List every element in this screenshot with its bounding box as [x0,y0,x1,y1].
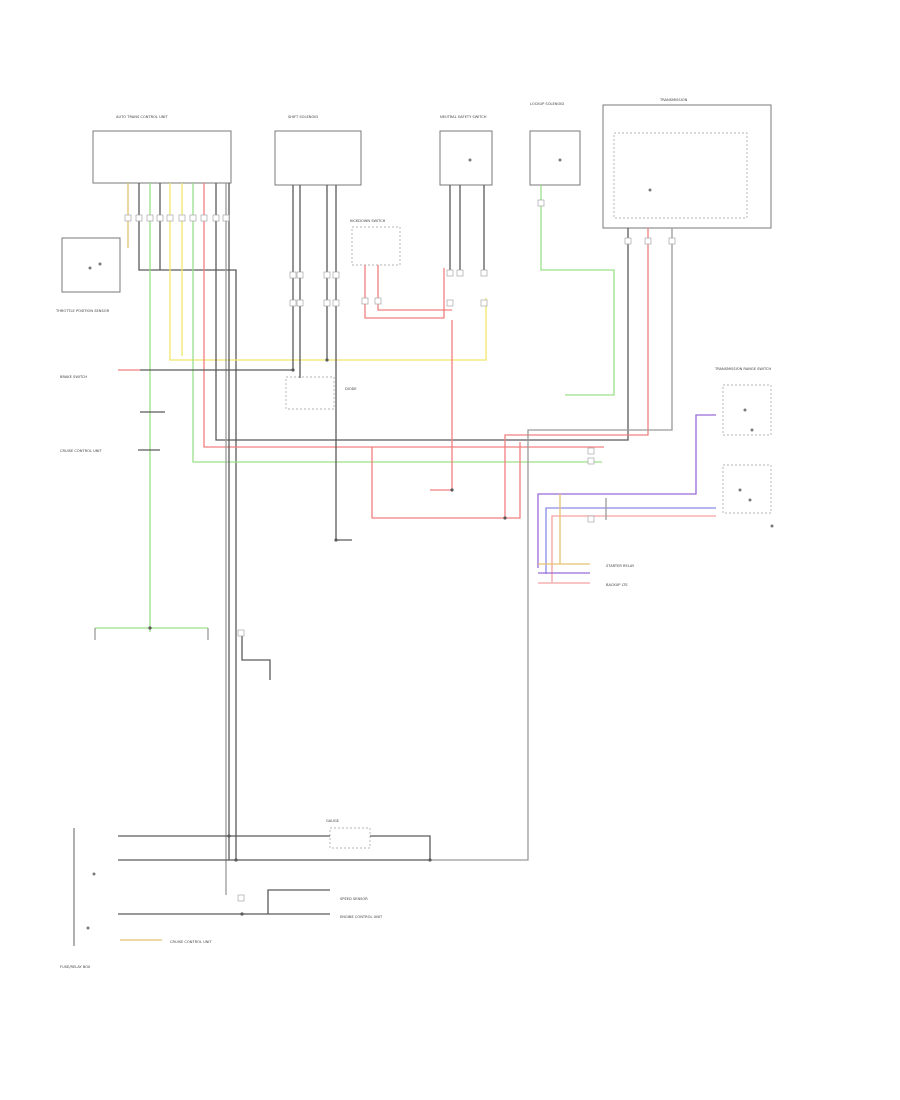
speed-sensor-out-label: SPEED SENSOR [340,897,368,901]
transmission-box: TRANSMISSION [602,98,772,229]
throttle-sensor-label: THROTTLE POSITION SENSOR [55,309,110,313]
neutral-switch-label: NEUTRAL SAFETY SWITCH [440,115,487,119]
range-switch-box: TRANSMISSION RANGE SWITCH [714,367,772,514]
lockup-solenoid-box: LOCKUP SOLENOID [529,102,581,186]
transmission-wires [430,228,673,861]
kickdown-wires [364,265,521,519]
fuse-box-feeds: SPEED SENSOR ENGINE CONTROL UNIT CRUISE … [118,835,431,944]
fuse-box: FUSE/RELAY BOX [60,828,91,969]
control-unit-box: AUTO TRANS CONTROL UNIT [92,115,232,184]
throttle-sensor-box: THROTTLE POSITION SENSOR [55,237,121,313]
left-sensors: BRAKE SWITCH CRUISE CONTROL UNIT [60,369,165,453]
junction-dots [148,358,507,916]
range-switch-wires [537,414,716,582]
kickdown-switch-label: KICKDOWN SWITCH [350,219,386,223]
backup-lamps-label: BACKUP LTS [606,583,628,587]
transmission-label: TRANSMISSION [659,98,688,102]
shift-solenoid-box: SHIFT SOLENOID [274,115,362,186]
fuse-box-label: FUSE/RELAY BOX [60,965,91,969]
engine-control-label: ENGINE CONTROL UNIT [340,915,383,919]
output-wires: STARTER RELAY BACKUP LTS [538,563,635,587]
diode-label: DIODE [345,387,357,391]
cruise-out-label: CRUISE CONTROL UNIT [170,940,212,944]
cruise-unit-label: CRUISE CONTROL UNIT [60,449,102,453]
kickdown-switch-box: KICKDOWN SWITCH [350,219,401,266]
shift-solenoid-label: SHIFT SOLENOID [288,115,318,119]
brake-switch-label: BRAKE SWITCH [60,375,87,379]
diode-box: DIODE [285,376,357,410]
solenoid-wires [140,185,352,541]
gauge-label: GAUGE [326,819,340,823]
neutral-switch-wires [449,185,485,272]
gauge-box: GAUGE [326,819,371,849]
lockup-wires [540,185,615,396]
green-split [94,625,209,640]
range-switch-label: TRANSMISSION RANGE SWITCH [714,367,772,371]
neutral-switch-box: NEUTRAL SAFETY SWITCH [439,115,493,186]
lockup-solenoid-label: LOCKUP SOLENOID [530,102,564,106]
connector-tags [124,199,676,902]
control-unit-label: AUTO TRANS CONTROL UNIT [116,115,168,119]
starter-relay-label: STARTER RELAY [606,564,635,568]
sensor-stub [241,630,271,680]
switch-symbols [86,158,774,930]
